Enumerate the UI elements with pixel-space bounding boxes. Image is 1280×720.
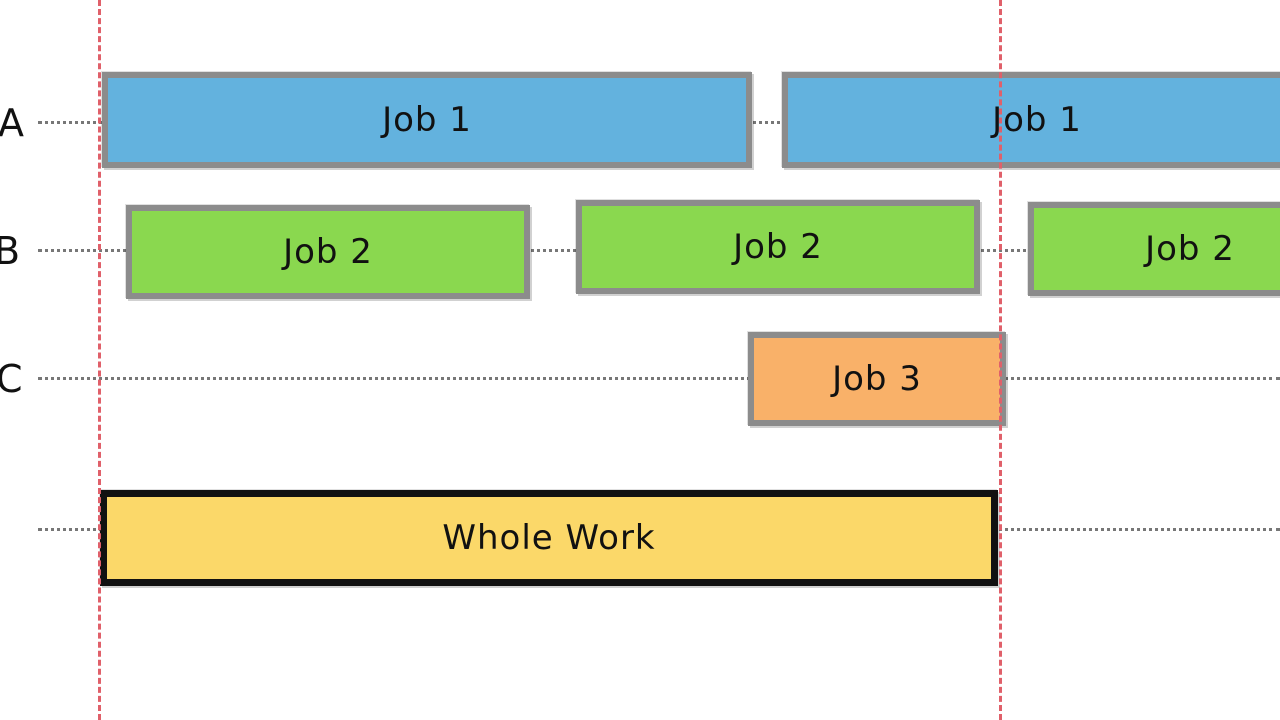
whole-work-label: Whole Work (442, 518, 656, 558)
whole-work-bar: Whole Work (100, 490, 998, 586)
job-2-bar-third: Job 2 (1028, 202, 1280, 296)
job-2-bar-first: Job 2 (126, 205, 530, 299)
job-2-bar-second: Job 2 (576, 200, 980, 294)
job-1-label: Job 1 (382, 100, 472, 140)
row-label-a: A (0, 101, 24, 145)
job-2-label: Job 2 (283, 232, 373, 272)
row-c-guide (38, 377, 1280, 380)
job-3-label: Job 3 (832, 359, 922, 399)
job-3-bar: Job 3 (748, 332, 1006, 426)
job-2-label: Job 2 (1145, 229, 1235, 269)
end-boundary-line (999, 0, 1002, 720)
job-1-bar-second: Job 1 (782, 72, 1280, 168)
start-boundary-line (98, 0, 101, 720)
job-1-bar-first: Job 1 (102, 72, 752, 168)
job-2-label: Job 2 (733, 227, 823, 267)
row-label-c: C (0, 357, 23, 401)
job-1-label: Job 1 (992, 100, 1082, 140)
row-label-b: B (0, 229, 21, 273)
